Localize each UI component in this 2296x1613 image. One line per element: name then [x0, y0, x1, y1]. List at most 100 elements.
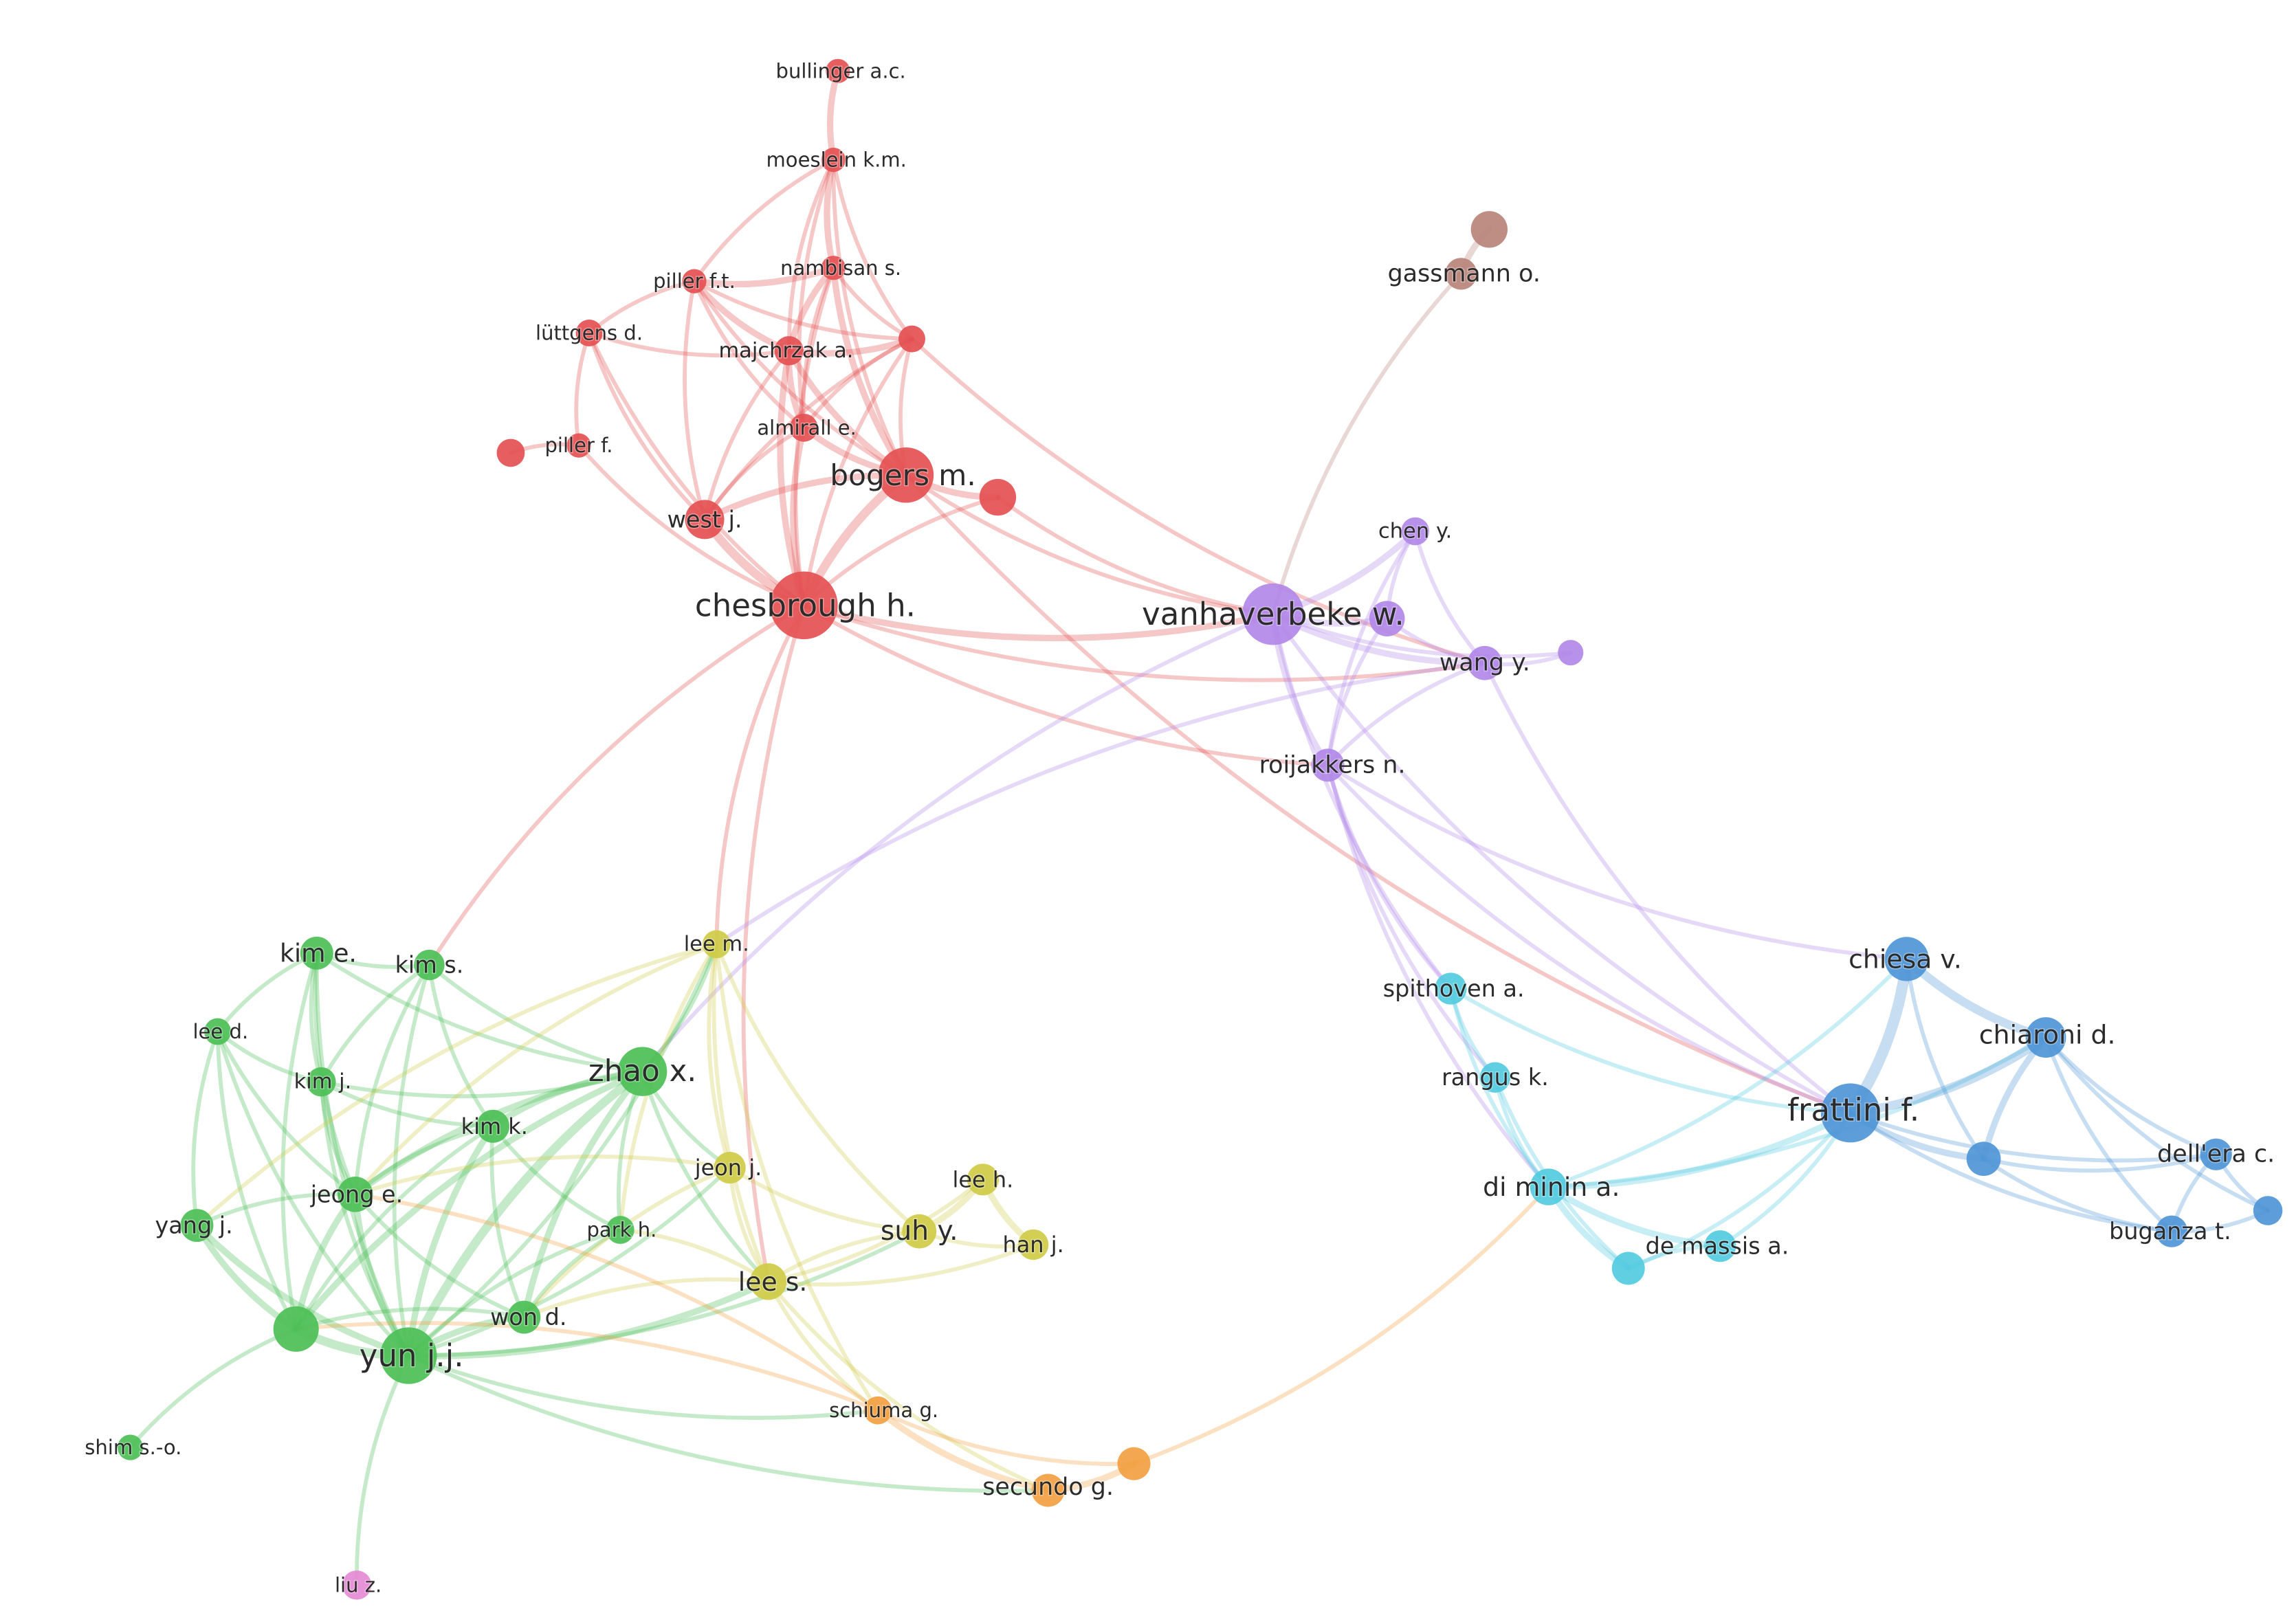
- node-secundo[interactable]: [1031, 1473, 1065, 1507]
- node-park[interactable]: [606, 1216, 634, 1244]
- node-red_unl1[interactable]: [898, 325, 925, 353]
- node-lee_m[interactable]: [702, 930, 731, 959]
- node-red_unl2[interactable]: [496, 438, 525, 467]
- label-rangus: rangus k.: [1442, 1064, 1549, 1091]
- label-chiaroni: chiaroni d.: [1979, 1019, 2116, 1049]
- network-link: [741, 603, 806, 1284]
- network-link: [1848, 1111, 2174, 1234]
- node-lee_h[interactable]: [967, 1164, 999, 1196]
- node-yang[interactable]: [180, 1209, 214, 1243]
- node-cyan_unl[interactable]: [1611, 1252, 1645, 1285]
- node-kim_k[interactable]: [476, 1109, 510, 1143]
- network-link: [1325, 529, 1417, 768]
- network-link: [824, 156, 837, 271]
- node-won[interactable]: [507, 1300, 541, 1334]
- network-link: [294, 1124, 496, 1331]
- node-majchrzak[interactable]: [774, 336, 804, 366]
- node-yun[interactable]: [380, 1327, 437, 1384]
- node-kim_j[interactable]: [307, 1067, 336, 1097]
- network-link: [777, 347, 807, 609]
- label-jeong: jeong e.: [310, 1181, 404, 1208]
- node-zhao[interactable]: [617, 1047, 667, 1096]
- node-roijakkers[interactable]: [1311, 748, 1345, 782]
- network-link: [1626, 1111, 1853, 1271]
- label-secundo: secundo g.: [982, 1473, 1114, 1501]
- node-liu[interactable]: [342, 1570, 372, 1600]
- network-nodes: [117, 58, 2283, 1600]
- node-jeon[interactable]: [714, 1151, 746, 1184]
- label-park: park h.: [586, 1219, 656, 1242]
- label-wang: wang y.: [1439, 649, 1530, 677]
- node-dellera[interactable]: [2200, 1138, 2232, 1170]
- label-yun: yun j.j.: [360, 1337, 464, 1374]
- node-kim_s[interactable]: [414, 949, 445, 981]
- node-almirall[interactable]: [789, 413, 818, 442]
- node-orange_unl[interactable]: [1117, 1447, 1151, 1480]
- node-rangus[interactable]: [1479, 1062, 1511, 1093]
- node-nambisan[interactable]: [821, 256, 846, 280]
- node-red_unl3[interactable]: [979, 478, 1017, 516]
- network-link: [353, 1192, 880, 1413]
- network-link: [353, 963, 432, 1197]
- node-spithoven[interactable]: [1435, 972, 1467, 1005]
- network-link: [2044, 1035, 2218, 1157]
- label-dellera: dell'era c.: [2157, 1141, 2275, 1168]
- node-piller_ft[interactable]: [682, 269, 707, 293]
- node-bullinger[interactable]: [826, 58, 850, 84]
- network-link: [714, 942, 922, 1234]
- network-link: [128, 1326, 298, 1449]
- network-labels: bullinger a.c.moeslein k.m.nambisan s.pi…: [84, 58, 2276, 1598]
- network-link: [587, 279, 696, 335]
- node-chesbrough[interactable]: [770, 571, 838, 640]
- network-link: [714, 603, 806, 946]
- network-link: [618, 1227, 771, 1284]
- network-link: [692, 279, 908, 478]
- node-lee_d[interactable]: [204, 1018, 232, 1045]
- node-vanhaverbeke[interactable]: [1242, 583, 1304, 645]
- node-chiaroni[interactable]: [2025, 1017, 2066, 1058]
- network-link: [406, 1353, 880, 1420]
- node-chiesa[interactable]: [1884, 937, 1929, 981]
- node-chen[interactable]: [1401, 517, 1430, 546]
- network-link: [1271, 612, 1573, 659]
- node-lee_s[interactable]: [749, 1263, 787, 1300]
- network-link: [314, 950, 645, 1074]
- node-moeslein[interactable]: [821, 147, 846, 173]
- label-roijakkers: roijakkers n.: [1259, 751, 1406, 779]
- node-piller_f[interactable]: [566, 433, 591, 458]
- label-zhao: zhao x.: [588, 1054, 696, 1089]
- node-buganza[interactable]: [2156, 1215, 2188, 1247]
- node-bogers[interactable]: [878, 447, 934, 503]
- node-demassis[interactable]: [1704, 1230, 1736, 1262]
- network-link: [520, 1068, 646, 1321]
- network-link: [786, 157, 836, 353]
- node-han[interactable]: [1017, 1229, 1049, 1260]
- network-link: [802, 337, 914, 608]
- network-link: [1325, 763, 1453, 991]
- node-shim[interactable]: [117, 1434, 144, 1460]
- node-green_unl[interactable]: [273, 1306, 319, 1352]
- network-link: [904, 473, 1853, 1115]
- network-link: [826, 67, 841, 164]
- node-kim_e[interactable]: [300, 936, 333, 970]
- node-diminin[interactable]: [1530, 1168, 1567, 1205]
- node-luttgens[interactable]: [575, 320, 603, 346]
- node-brown_unl[interactable]: [1470, 211, 1508, 248]
- node-purple_unl2[interactable]: [1558, 640, 1584, 666]
- label-almirall: almirall e.: [757, 416, 857, 439]
- node-frattini[interactable]: [1820, 1083, 1880, 1143]
- node-blue_unl2[interactable]: [2253, 1196, 2283, 1225]
- network-link: [1325, 660, 1487, 768]
- node-jeong[interactable]: [338, 1177, 373, 1212]
- node-gassmann[interactable]: [1445, 258, 1477, 290]
- node-blue_unl1[interactable]: [1966, 1142, 2001, 1177]
- label-han: han j.: [1002, 1232, 1063, 1258]
- node-purple_unl1[interactable]: [1369, 601, 1405, 636]
- node-schiuma[interactable]: [863, 1396, 892, 1425]
- node-suh[interactable]: [902, 1214, 937, 1249]
- node-west[interactable]: [685, 500, 725, 539]
- label-demassis: de massis a.: [1646, 1233, 1789, 1260]
- node-wang[interactable]: [1468, 645, 1502, 680]
- label-chen: chen y.: [1378, 520, 1452, 544]
- label-spithoven: spithoven a.: [1383, 975, 1525, 1002]
